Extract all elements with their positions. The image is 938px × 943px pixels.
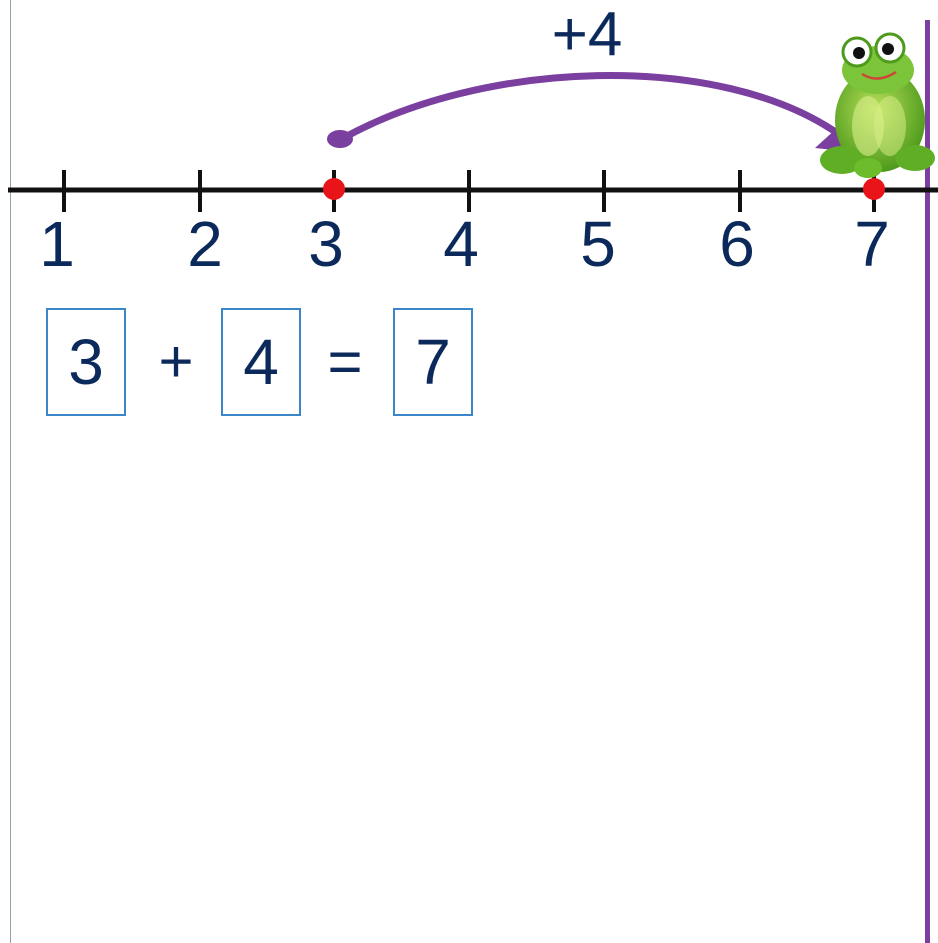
end-point-dot — [863, 178, 885, 200]
jump-label: +4 — [532, 0, 642, 70]
tick-label-7: 7 — [842, 212, 902, 276]
tick-label-4: 4 — [431, 212, 491, 276]
jump-arc — [340, 75, 840, 140]
tick-label-2: 2 — [175, 212, 235, 276]
plus-sign: + — [151, 312, 201, 412]
addend2-box: 4 — [221, 308, 301, 416]
equals-sign: = — [320, 312, 370, 412]
addend1-box: 3 — [46, 308, 126, 416]
frog-icon — [820, 34, 935, 178]
tick-label-1: 1 — [27, 212, 87, 276]
tick-label-5: 5 — [568, 212, 628, 276]
arc-start-dot — [327, 130, 353, 148]
tick-label-3: 3 — [296, 212, 356, 276]
start-point-dot — [323, 178, 345, 200]
tick-label-6: 6 — [707, 212, 767, 276]
sum-box: 7 — [393, 308, 473, 416]
